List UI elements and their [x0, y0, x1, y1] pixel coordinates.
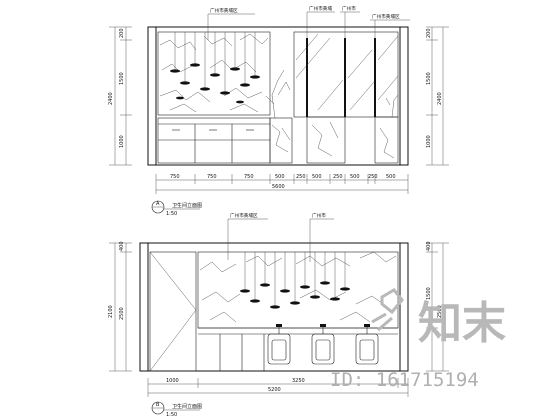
- upper-pendant-shades: [170, 63, 260, 104]
- upper-right-dim-2: 1500: [426, 72, 432, 85]
- upper-bottom-dim-8: 500: [350, 174, 360, 180]
- urinal-2: [311, 324, 335, 365]
- upper-marker-number: A: [156, 201, 160, 207]
- upper-marble-veins: [159, 33, 269, 113]
- upper-bottom-dim-5: 250: [296, 174, 306, 180]
- upper-left-dim-total: 2400: [108, 92, 114, 105]
- lower-marble-panel: [197, 251, 399, 329]
- upper-plant-right: [385, 94, 399, 118]
- upper-bottom-dim-3: 750: [244, 174, 254, 180]
- upper-left-dimension-lines: [109, 26, 132, 166]
- upper-left-dim-1: 200: [119, 28, 125, 38]
- lower-callout-leaders: [227, 218, 334, 262]
- upper-right-dim-total: 2400: [437, 92, 443, 105]
- upper-bottom-dim-total: 5600: [272, 184, 285, 190]
- lower-pendant-lights: [244, 252, 346, 306]
- upper-vanity-cabinet: [157, 117, 271, 164]
- upper-pendant-lights: [174, 32, 256, 92]
- upper-bottom-dim-10: 500: [386, 174, 396, 180]
- lower-urinals: [267, 324, 379, 365]
- upper-left-dim-3: 1000: [119, 135, 125, 148]
- upper-plant: [265, 69, 291, 119]
- lower-right-dim-1: 400: [426, 241, 432, 251]
- lower-callout-2: 广州市: [312, 212, 326, 219]
- upper-right-dim-1: 200: [426, 28, 432, 38]
- watermark-brand: 知末: [418, 298, 506, 349]
- upper-planter-left: [269, 117, 293, 164]
- upper-marble-panel: [157, 31, 271, 116]
- lower-right-dim-2: 1500: [426, 287, 432, 300]
- lower-door-swing-2: [149, 309, 197, 372]
- lower-wainscot-panels: [198, 327, 398, 371]
- lower-left-dim-1: 400: [119, 241, 125, 251]
- upper-title: 卫生间立面图: [172, 202, 202, 209]
- watermark-id: ID: 161715194: [330, 369, 479, 391]
- upper-callout-2: 广州市黄埔: [309, 5, 332, 12]
- upper-bottom-dim-2: 750: [207, 174, 217, 180]
- lower-title: 卫生间立面图: [172, 403, 202, 410]
- lower-subtitle: 1:50: [166, 412, 177, 418]
- lower-right-dim-3: 2500: [437, 305, 443, 318]
- lower-door: [149, 251, 197, 372]
- upper-subtitle: 1:50: [166, 211, 177, 217]
- lower-elevation: 广州市黄埔区 广州市 400 2100 2500 400 1500 2500 1…: [108, 212, 449, 418]
- upper-right-dimension-lines: [426, 26, 449, 166]
- upper-wall-outline: [147, 26, 409, 166]
- upper-bottom-dimension-lines: [155, 174, 409, 194]
- urinal-3: [355, 324, 379, 365]
- upper-marble-base-1: [306, 116, 346, 164]
- upper-callout-4: 广州市黄埔区: [372, 13, 400, 20]
- lower-marble-veins: [199, 251, 397, 323]
- lower-wall-outline: [139, 242, 409, 372]
- upper-bottom-dim-6: 500: [312, 174, 322, 180]
- lower-bottom-dim-2: 3250: [292, 378, 305, 384]
- lower-left-dimension-lines: [109, 242, 132, 372]
- upper-callout-1: 广州市黄埔区: [210, 7, 238, 14]
- watermark: 知末 ID: 161715194: [330, 288, 506, 391]
- lower-right-dimension-lines: [426, 242, 449, 372]
- lower-bottom-dimension-lines: [147, 378, 409, 397]
- upper-glass-partitions: [293, 31, 399, 118]
- upper-bottom-dim-9: 250: [368, 174, 378, 180]
- upper-bottom-dim-1: 750: [170, 174, 180, 180]
- lower-bottom-dim-1: 1000: [166, 378, 179, 384]
- upper-bottom-dim-4: 500: [275, 174, 285, 180]
- lower-marker-number: B: [156, 402, 160, 408]
- lower-callout-1: 广州市黄埔区: [230, 212, 258, 219]
- upper-right-dim-3: 1000: [426, 135, 432, 148]
- upper-elevation: 广州市黄埔区 广州市黄埔 广州市 广州市黄埔区 200 1500 2400 10…: [108, 5, 449, 217]
- urinal-1: [267, 324, 291, 365]
- lower-pendant-shades: [240, 281, 350, 309]
- watermark-logo-icon: [371, 288, 404, 332]
- lower-bottom-dim-total: 5200: [268, 387, 281, 393]
- lower-left-dim-2: 2100: [108, 305, 114, 318]
- upper-bottom-dim-7: 250: [333, 174, 343, 180]
- upper-callout-leaders: [207, 11, 410, 40]
- upper-marble-base-2: [374, 116, 399, 164]
- upper-callout-3: 广州市: [342, 5, 356, 12]
- lower-left-dim-3: 2500: [119, 307, 125, 320]
- lower-door-swing-1: [149, 251, 197, 311]
- upper-left-dim-2: 1500: [119, 72, 125, 85]
